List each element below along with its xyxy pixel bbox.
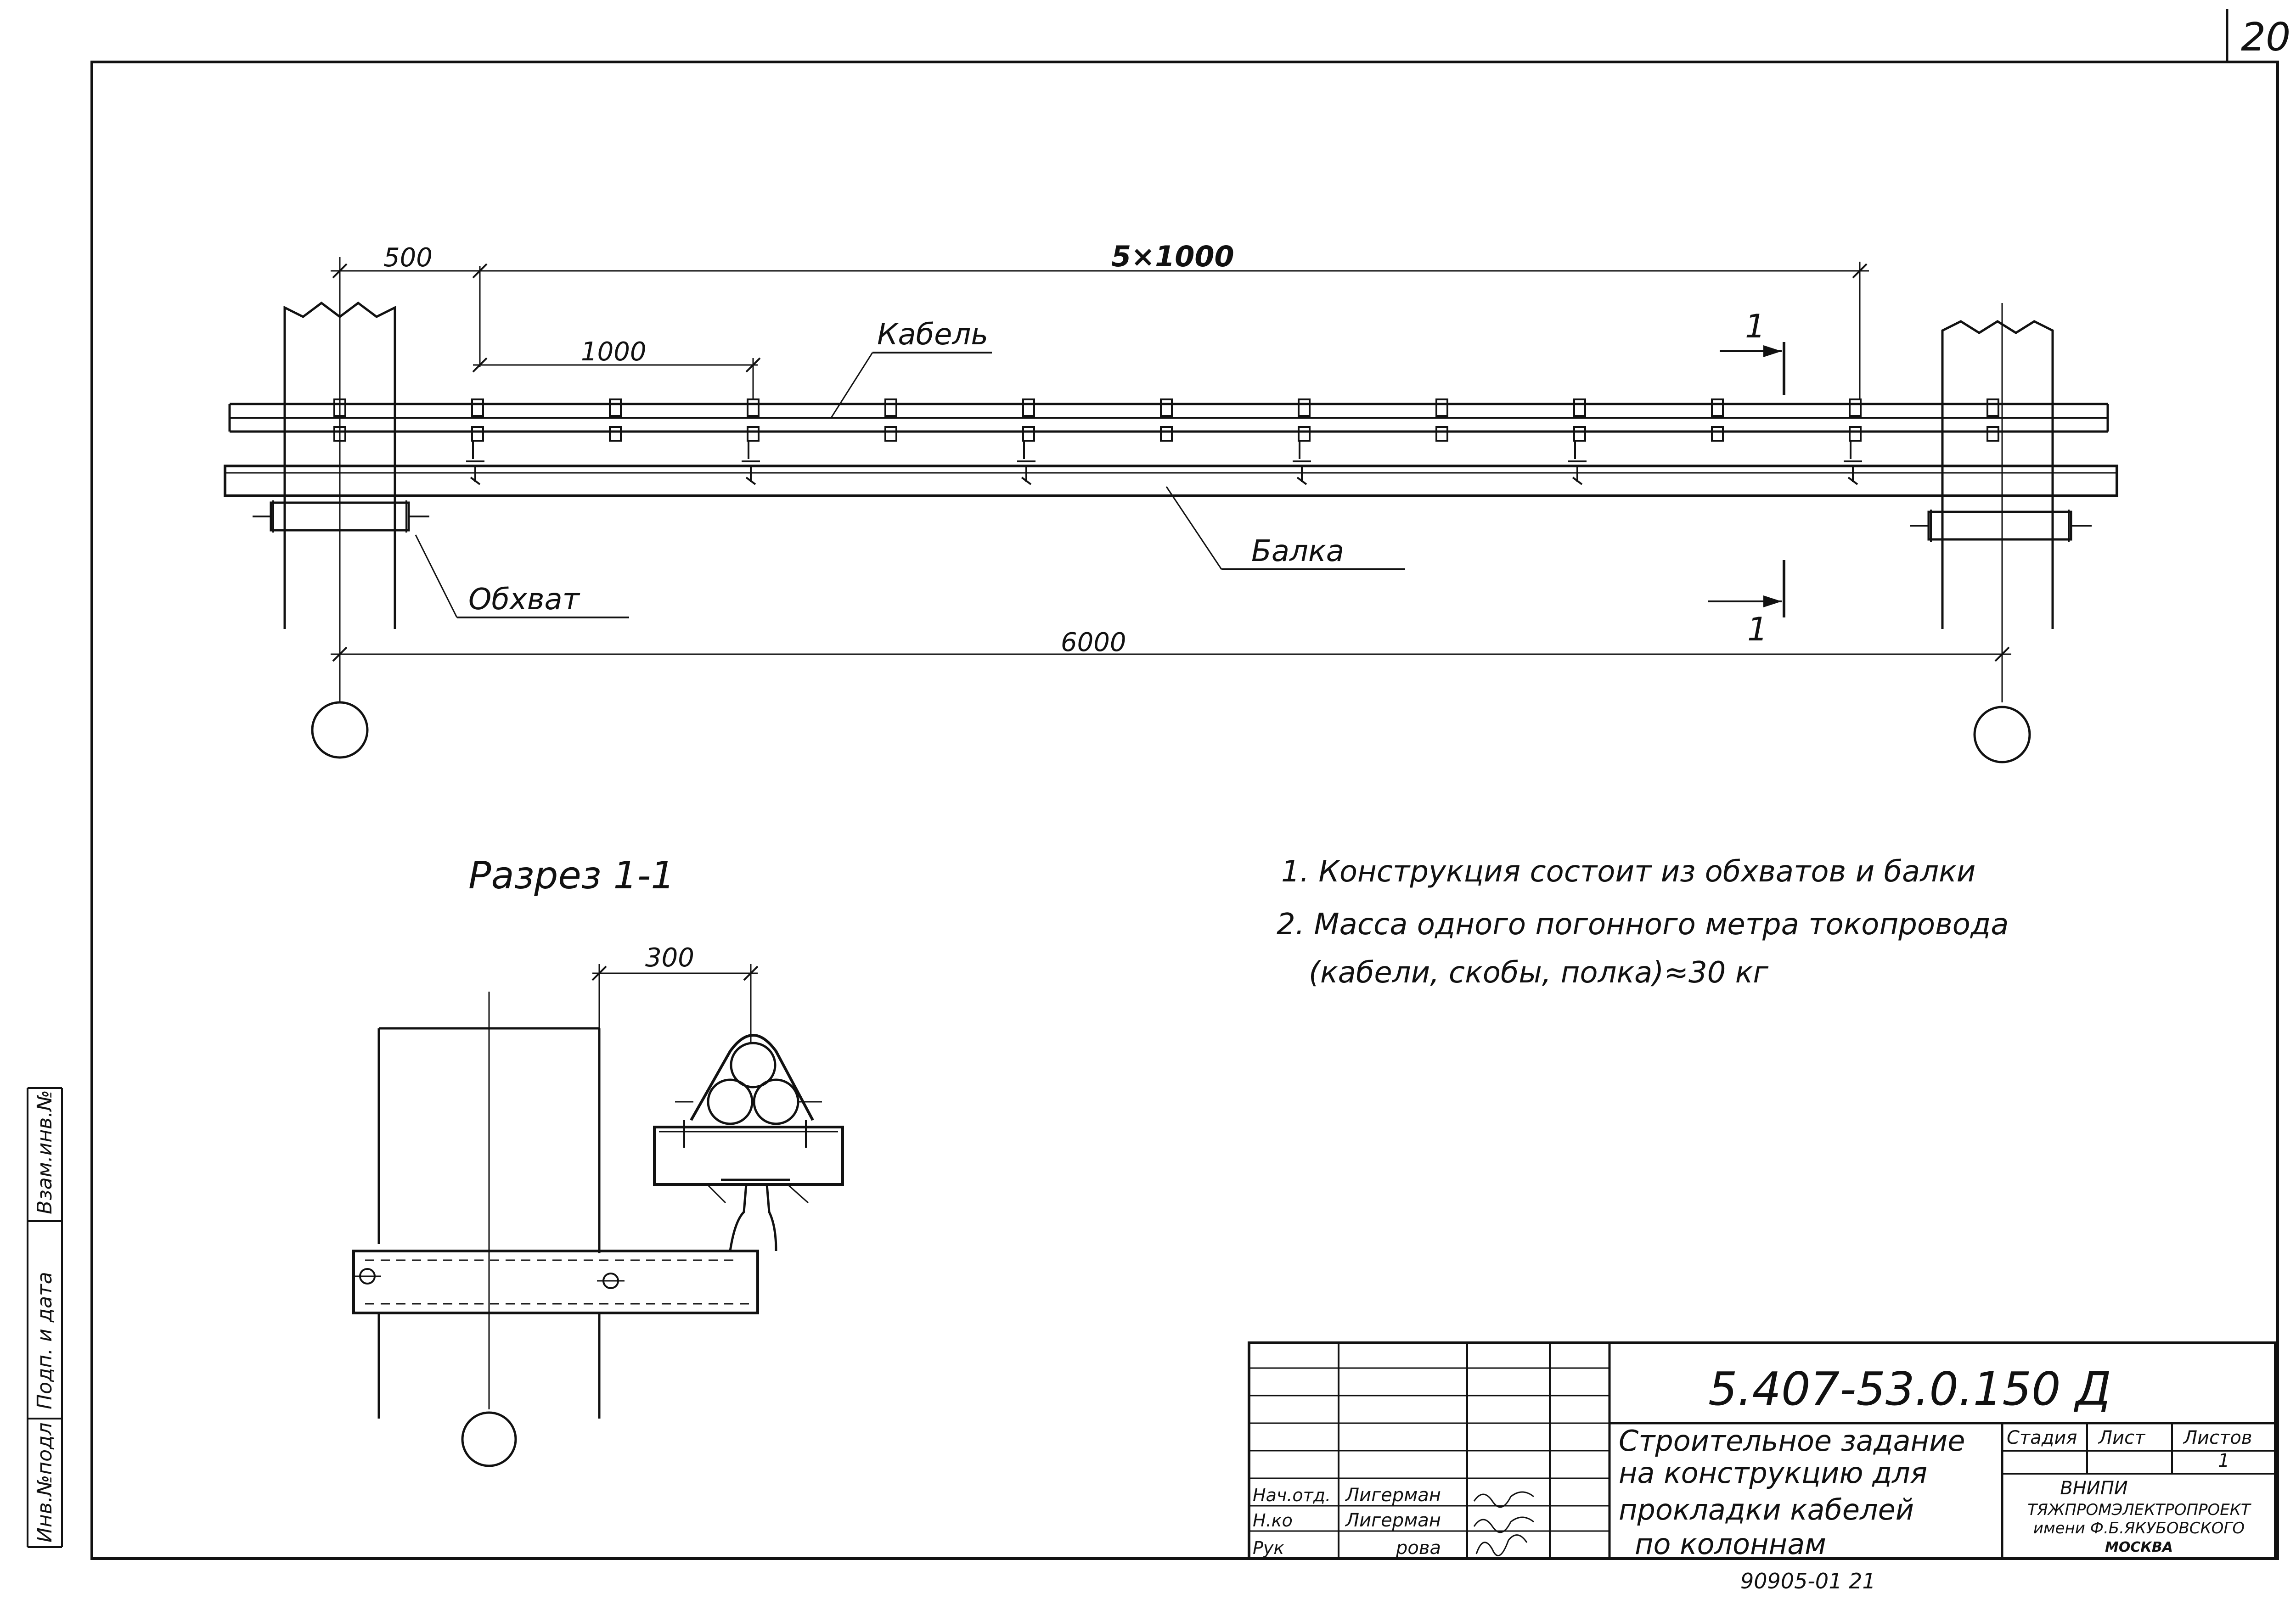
title-line-4: по колоннам bbox=[1635, 1527, 1826, 1561]
cable-clip bbox=[609, 398, 622, 442]
org-line-3: имени Ф.Б.ЯКУБОВСКОГО bbox=[2033, 1519, 2245, 1537]
cable-clip bbox=[333, 398, 346, 442]
notes: 1. Конструкция состоит из обхватов и бал… bbox=[1277, 855, 2009, 990]
cable-clip bbox=[1160, 398, 1173, 442]
cable-clip bbox=[1711, 398, 1724, 442]
cable-clip bbox=[1844, 398, 1862, 485]
dimension-lines bbox=[331, 262, 2011, 662]
role-2: Н.кo bbox=[1253, 1510, 1293, 1531]
role-3-name: рова bbox=[1396, 1537, 1441, 1559]
beam-bracket bbox=[1844, 441, 1862, 485]
label-cable: Кабель bbox=[877, 318, 988, 352]
beam-bracket bbox=[1293, 441, 1311, 485]
beam-bracket bbox=[466, 441, 484, 485]
note-1: 1. Конструкция состоит из обхватов и бал… bbox=[1281, 855, 1975, 889]
leaders bbox=[415, 352, 1405, 618]
title-line-3: прокладки кабелей bbox=[1619, 1493, 1914, 1526]
org-line-4: МОСКВА bbox=[2105, 1539, 2173, 1555]
section-mark-bottom bbox=[1708, 560, 1785, 617]
stamp-inv-label: Инв.№подл bbox=[33, 1422, 56, 1543]
cable-clip bbox=[1986, 398, 1999, 442]
role-1: Нач.отд. bbox=[1253, 1485, 1331, 1505]
beam-bracket bbox=[1017, 441, 1035, 485]
org-line-2: ТЯЖПРОМЭЛЕКТРОПРОЕКТ bbox=[2027, 1501, 2251, 1519]
label-beam: Балка bbox=[1251, 534, 1344, 568]
role-3: Рук bbox=[1253, 1538, 1284, 1558]
section-mark-bottom-label: 1 bbox=[1747, 611, 1768, 648]
header-stage: Стадия bbox=[2007, 1427, 2077, 1448]
section-view bbox=[352, 964, 844, 1467]
stamp-sign-label: Подп. и дата bbox=[33, 1272, 56, 1409]
title-line-2: на конструкцию для bbox=[1619, 1456, 1927, 1490]
note-2: 2. Масса одного погонного метра токопров… bbox=[1277, 908, 2009, 942]
side-stamp bbox=[27, 1087, 63, 1548]
header-sheets: Листов bbox=[2183, 1427, 2252, 1448]
cable-clip bbox=[1293, 398, 1311, 485]
cable-clip bbox=[1017, 398, 1035, 485]
cable-brackets bbox=[333, 398, 1999, 485]
beam-bracket bbox=[1568, 441, 1587, 485]
dim-5x1000: 5×1000 bbox=[1111, 240, 1234, 273]
sheet-number: 20 bbox=[2241, 15, 2290, 60]
dim-6000: 6000 bbox=[1061, 628, 1126, 657]
cable-clip bbox=[1568, 398, 1587, 485]
cable-clip bbox=[466, 398, 484, 485]
beam bbox=[224, 465, 2118, 497]
title-line-1: Строительное задание bbox=[1619, 1424, 1965, 1458]
dim-500: 500 bbox=[383, 243, 433, 273]
beam-bracket bbox=[742, 441, 760, 485]
sheet-frame bbox=[90, 9, 2279, 1560]
role-1-name: Лигерман bbox=[1345, 1485, 1441, 1506]
section-title: Разрез 1-1 bbox=[468, 854, 675, 898]
stamp-replace-label: Взам.инв.№ bbox=[33, 1090, 56, 1214]
doc-code: 5.407-53.0.150 Д bbox=[1708, 1362, 2111, 1416]
dim-300: 300 bbox=[645, 943, 694, 973]
dim-1000: 1000 bbox=[581, 337, 647, 367]
cable-bundle bbox=[228, 403, 2109, 433]
cable-clip bbox=[742, 398, 760, 485]
right-column bbox=[1910, 303, 2092, 763]
left-column bbox=[253, 257, 429, 759]
role-2-name: Лигерман bbox=[1345, 1510, 1441, 1531]
cable-clip bbox=[1435, 398, 1448, 442]
label-clamp: Обхват bbox=[468, 583, 580, 617]
title-block bbox=[1248, 1341, 2277, 1560]
section-mark-top bbox=[1720, 342, 1785, 395]
header-sheet: Лист bbox=[2098, 1427, 2146, 1448]
bottom-code: 90905-01 21 bbox=[1740, 1569, 1876, 1593]
sheets-value: 1 bbox=[2218, 1450, 2229, 1471]
note-2-cont: (кабели, скобы, полка)≈30 кг bbox=[1309, 956, 1768, 990]
cable-clip bbox=[884, 398, 897, 442]
elevation-view: 500 5×1000 1000 6000 Кабель Балка Обхват… bbox=[224, 240, 2118, 763]
section-mark-top-label: 1 bbox=[1745, 308, 1766, 345]
org-line-1: ВНИПИ bbox=[2060, 1478, 2127, 1499]
